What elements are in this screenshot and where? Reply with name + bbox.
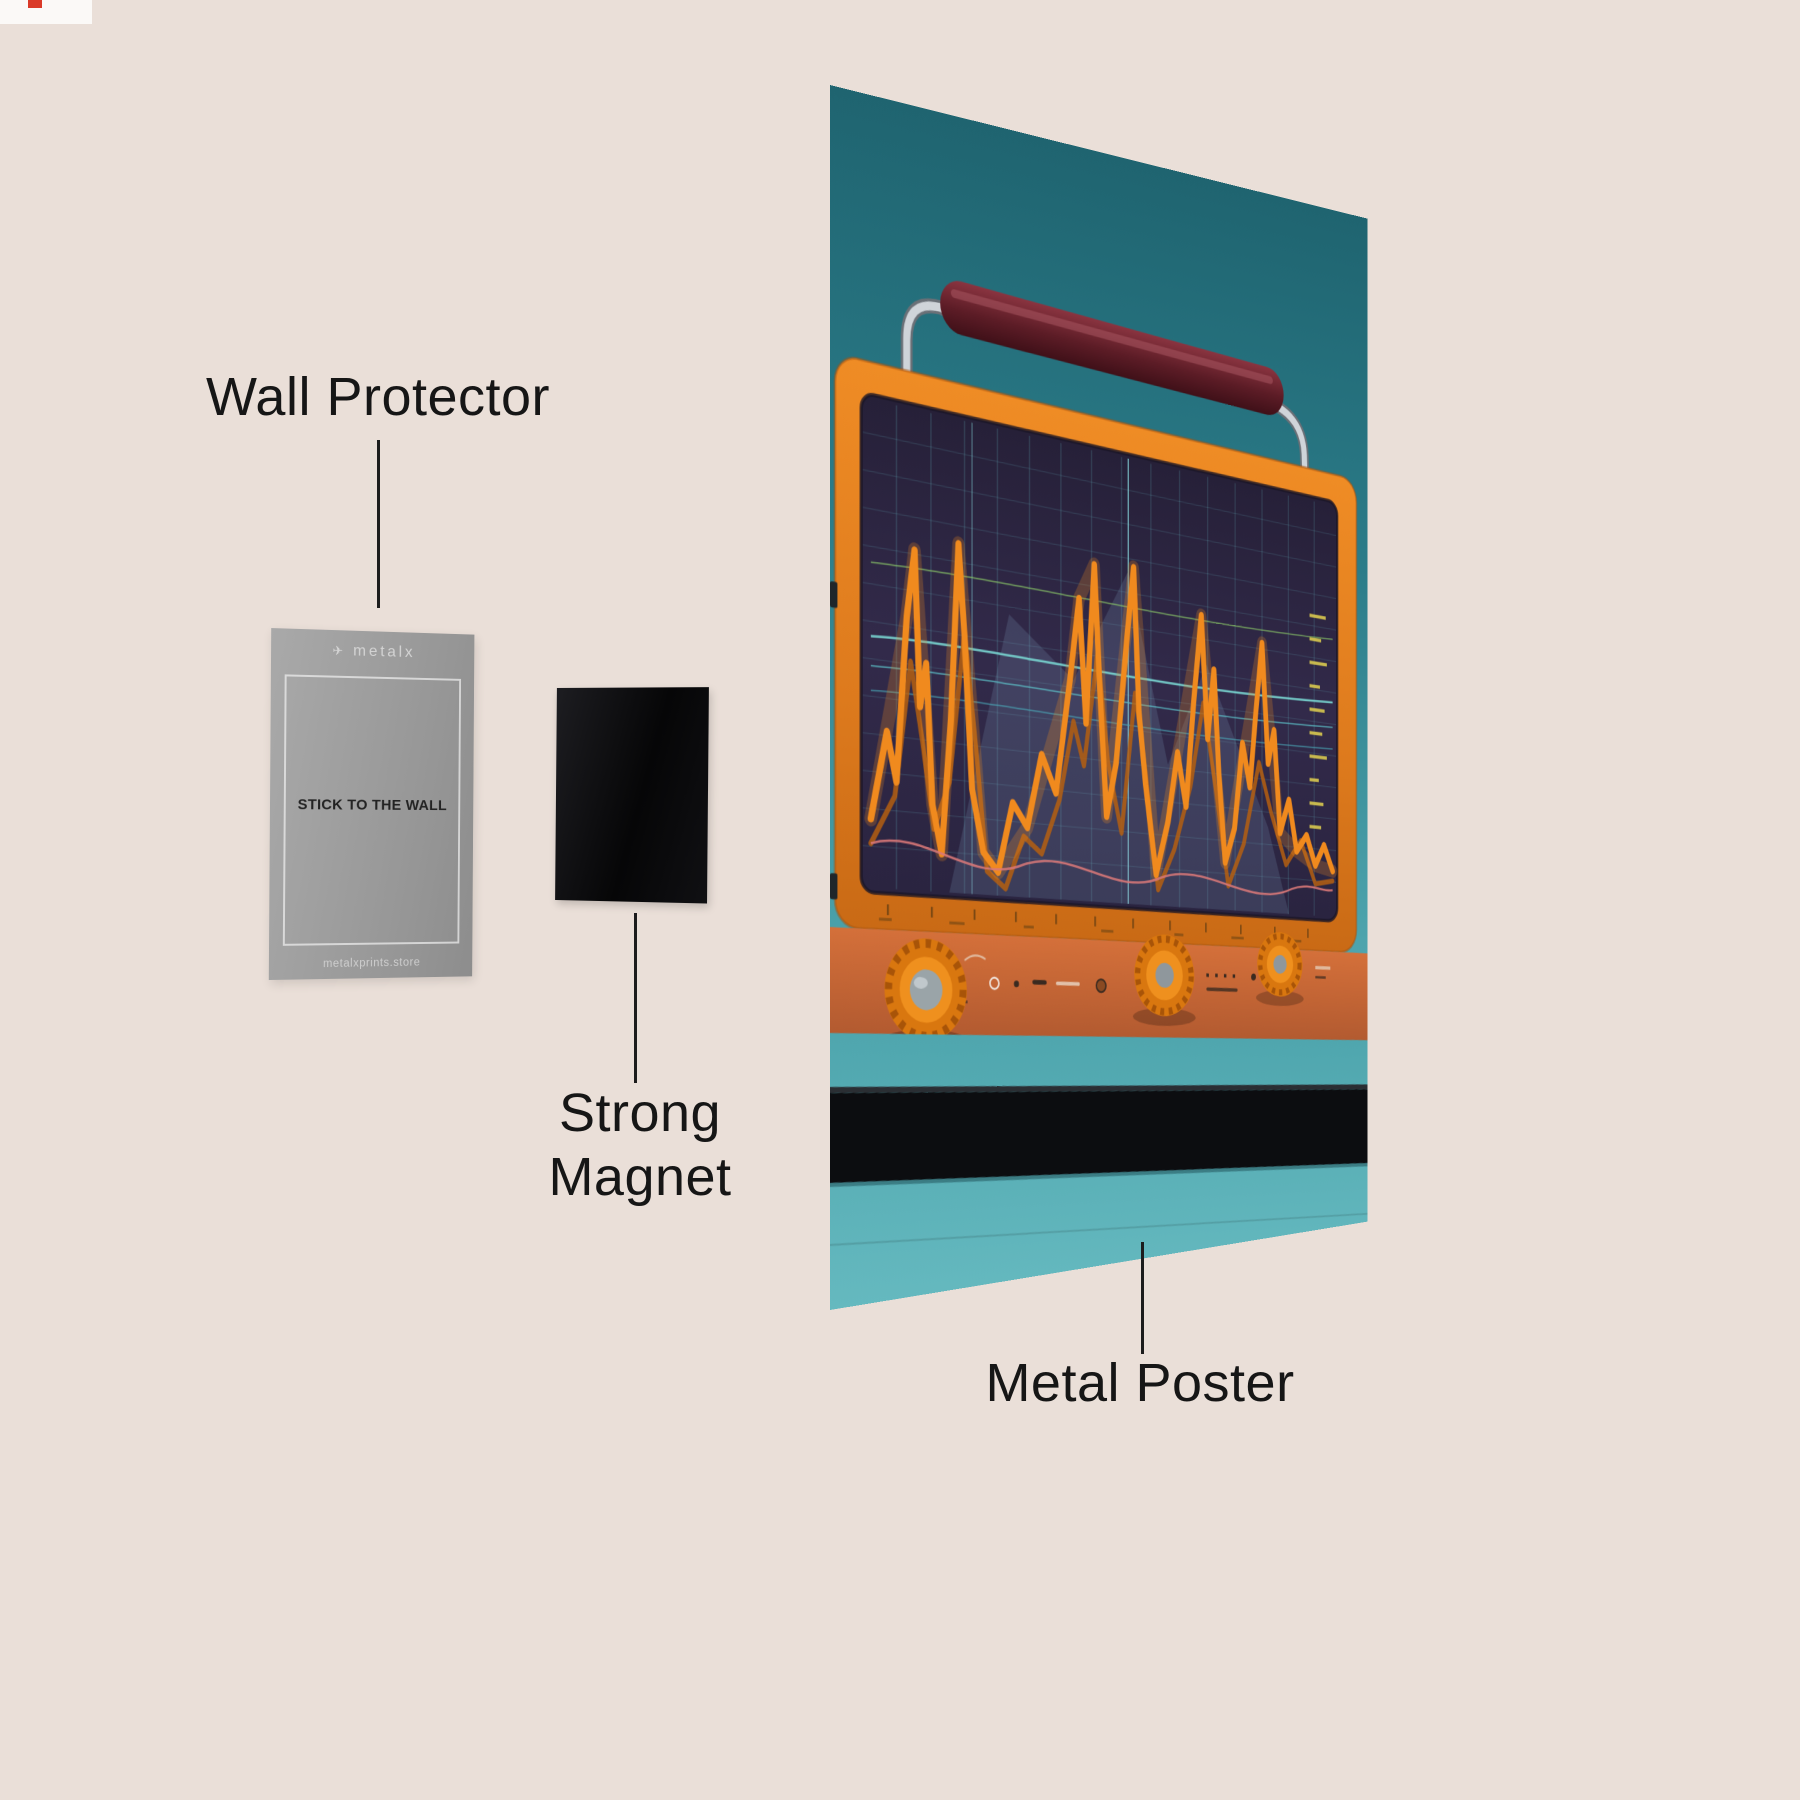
poster-edge-clips (830, 581, 838, 900)
poster-lower-body (830, 1033, 1368, 1310)
card-instruction: STICK TO THE WALL (297, 796, 447, 815)
poster-screen (861, 392, 1337, 921)
metal-poster-label: Metal Poster (985, 1353, 1295, 1413)
magnet-square (555, 687, 709, 904)
knob-left (882, 936, 969, 1053)
card-footer: metalxprints.store (322, 956, 421, 971)
poster-control-strip (830, 927, 1368, 1042)
wall-protector-card: ✈ metalx STICK TO THE WALL metalxprints.… (268, 628, 475, 981)
metal-poster-leader-line (1141, 1242, 1144, 1354)
strong-magnet-label: Strong Magnet (440, 1082, 840, 1209)
wall-protector-label: Wall Protector (205, 367, 551, 427)
screenshot-artifact-red (28, 0, 42, 8)
metal-poster (830, 85, 1368, 1310)
black-stripe (830, 1089, 1368, 1183)
screenshot-artifact-white (0, 0, 92, 24)
screen-backdrop-shape (949, 537, 1289, 915)
strong-magnet-label-line2: Magnet (548, 1146, 732, 1207)
brand-row: ✈ metalx (271, 640, 474, 664)
poster-handle (907, 266, 1306, 516)
brand-plane-icon: ✈ (332, 642, 344, 659)
wall-protector-leader-line (377, 440, 380, 608)
strong-magnet-label-line1: Strong (558, 1083, 722, 1143)
magnet-leader-line (634, 913, 637, 1083)
metal-poster-artwork (830, 85, 1368, 1310)
poster-knobs (882, 910, 1304, 1055)
brand-text: metalx (353, 642, 416, 662)
